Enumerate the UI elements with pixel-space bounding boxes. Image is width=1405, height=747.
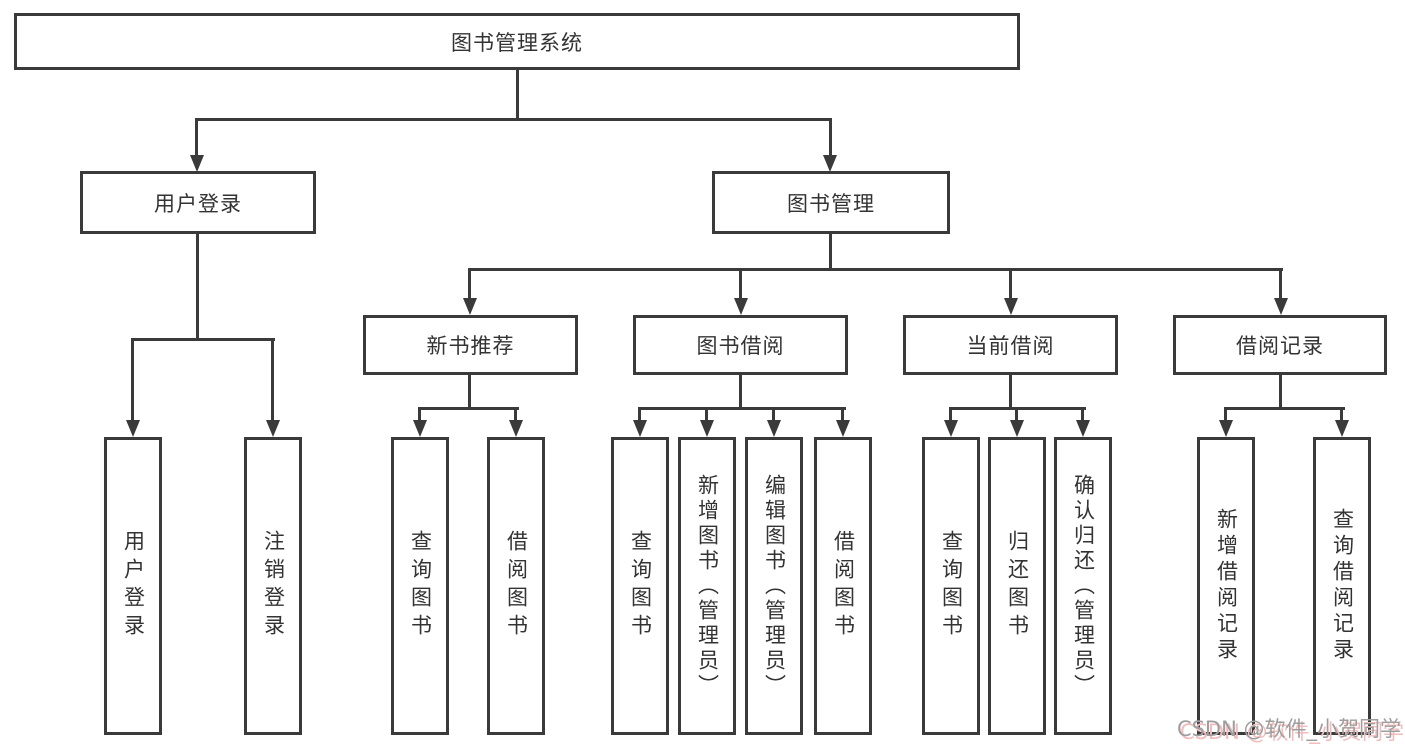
leaf-cb-return-book-label: 归还图书 — [1005, 530, 1030, 642]
leaf-nb-query-book: 查询图书 — [391, 437, 449, 735]
node-book-borrow: 图书借阅 — [633, 315, 848, 375]
connector-root-split — [195, 118, 832, 121]
connector-stem-leaf — [1015, 407, 1018, 423]
connector-stem-leaf — [841, 407, 844, 423]
node-current-borrow-label: 当前借阅 — [966, 334, 1055, 358]
leaf-bb-edit-book-admin-label: 编辑图书（管理员） — [762, 473, 787, 699]
leaf-bb-query-book-label: 查询图书 — [628, 530, 653, 642]
leaf-cb-confirm-return-admin-label: 确认归还（管理员） — [1071, 473, 1096, 699]
node-borrow-record: 借阅记录 — [1173, 315, 1387, 375]
leaf-bb-edit-book-admin: 编辑图书（管理员） — [745, 437, 803, 735]
arrow-down-icon — [1335, 420, 1349, 437]
connector-current-borrow-stem — [1009, 375, 1012, 410]
arrow-down-icon — [1010, 420, 1024, 437]
arrow-down-icon — [700, 420, 714, 437]
leaf-nb-query-book-label: 查询图书 — [408, 530, 433, 642]
leaf-bb-add-book-admin: 新增图书（管理员） — [678, 437, 736, 735]
connector-stem-user-login — [195, 118, 198, 158]
connector-stem-leaf — [949, 407, 952, 423]
arrow-down-icon — [823, 155, 837, 172]
node-new-book-recommend-label: 新书推荐 — [426, 334, 515, 358]
arrow-down-icon — [1219, 420, 1233, 437]
connector-stem-leaf — [772, 407, 775, 423]
arrow-down-icon — [836, 420, 850, 437]
connector-user-login-stem — [196, 234, 199, 341]
connector-stem-leaf — [1081, 407, 1084, 423]
node-user-login-label: 用户登录 — [154, 191, 242, 216]
node-new-book-recommend: 新书推荐 — [363, 315, 578, 375]
leaf-user-login: 用户登录 — [104, 437, 162, 735]
node-borrow-record-label: 借阅记录 — [1236, 334, 1324, 358]
leaf-bb-add-book-admin-label: 新增图书（管理员） — [695, 473, 720, 699]
arrow-down-icon — [944, 420, 958, 437]
arrow-down-icon — [413, 420, 427, 437]
leaf-user-login-label: 用户登录 — [121, 530, 146, 642]
connector-stem-leaf — [131, 338, 134, 423]
leaf-br-query-record: 查询借阅记录 — [1313, 437, 1371, 735]
connector-stem-leaf — [271, 338, 274, 423]
arrow-down-icon — [266, 420, 280, 437]
arrow-down-icon — [463, 298, 477, 315]
connector-root-stem — [516, 70, 519, 118]
connector-stem-leaf — [514, 407, 517, 423]
arrow-down-icon — [509, 420, 523, 437]
connector-new-book-split — [418, 407, 519, 410]
leaf-nb-borrow-book-label: 借阅图书 — [504, 530, 529, 642]
connector-new-book-stem — [468, 375, 471, 410]
connector-borrow-record-split — [1224, 407, 1345, 410]
arrow-down-icon — [190, 155, 204, 172]
leaf-bb-borrow-book: 借阅图书 — [814, 437, 872, 735]
csdn-watermark: CSDN @软件_小贺同学 — [1176, 717, 1401, 741]
leaf-bb-query-book: 查询图书 — [611, 437, 669, 735]
connector-book-management-split — [468, 268, 1283, 271]
leaf-cb-query-book-label: 查询图书 — [939, 530, 964, 642]
connector-stem-leaf — [705, 407, 708, 423]
connector-book-borrow-stem — [739, 375, 742, 410]
node-current-borrow: 当前借阅 — [903, 315, 1118, 375]
arrow-down-icon — [633, 420, 647, 437]
leaf-br-add-record-label: 新增借阅记录 — [1214, 508, 1239, 664]
connector-stem-leaf — [1340, 407, 1343, 423]
connector-stem-level3 — [739, 268, 742, 300]
connector-stem-leaf — [638, 407, 641, 423]
node-book-borrow-label: 图书借阅 — [696, 334, 785, 358]
leaf-br-query-record-label: 查询借阅记录 — [1330, 508, 1355, 664]
leaf-logout-label: 注销登录 — [261, 530, 286, 642]
connector-user-login-split — [131, 338, 275, 341]
connector-book-management-stem — [829, 234, 832, 271]
connector-stem-book-management — [829, 118, 832, 158]
connector-stem-level3 — [1009, 268, 1012, 300]
leaf-logout: 注销登录 — [244, 437, 302, 735]
leaf-bb-borrow-book-label: 借阅图书 — [831, 530, 856, 642]
arrow-down-icon — [1004, 298, 1018, 315]
arrow-down-icon — [767, 420, 781, 437]
node-user-login: 用户登录 — [80, 171, 316, 234]
node-root: 图书管理系统 — [14, 13, 1020, 70]
arrow-down-icon — [1076, 420, 1090, 437]
connector-stem-leaf — [1224, 407, 1227, 423]
leaf-nb-borrow-book: 借阅图书 — [487, 437, 545, 735]
leaf-cb-return-book: 归还图书 — [988, 437, 1046, 735]
node-book-management-label: 图书管理 — [787, 191, 875, 216]
connector-stem-level3 — [468, 268, 471, 300]
connector-borrow-record-stem — [1279, 375, 1282, 410]
arrow-down-icon — [126, 420, 140, 437]
connector-stem-leaf — [418, 407, 421, 423]
arrow-down-icon — [734, 298, 748, 315]
leaf-cb-confirm-return-admin: 确认归还（管理员） — [1054, 437, 1112, 735]
connector-book-borrow-split — [638, 407, 846, 410]
leaf-cb-query-book: 查询图书 — [922, 437, 980, 735]
leaf-br-add-record: 新增借阅记录 — [1197, 437, 1255, 735]
node-root-label: 图书管理系统 — [451, 30, 583, 55]
node-book-management: 图书管理 — [712, 171, 950, 234]
arrow-down-icon — [1274, 298, 1288, 315]
connector-stem-level3 — [1279, 268, 1282, 300]
